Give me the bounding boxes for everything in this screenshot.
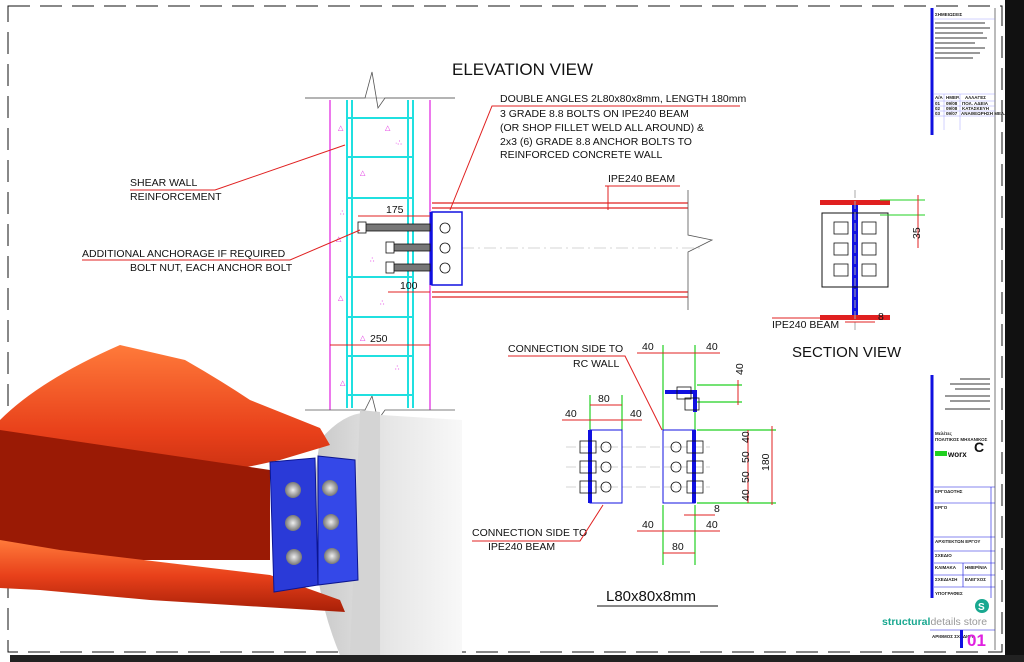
svg-text:ΚΑΤΑΣΚΕΥΗ: ΚΑΤΑΣΚΕΥΗ xyxy=(962,106,989,111)
svg-text:ΑΛΛΑΓΕΣ: ΑΛΛΑΓΕΣ xyxy=(965,95,986,100)
svg-text:40: 40 xyxy=(734,363,746,375)
svg-text:∴: ∴ xyxy=(370,257,375,264)
svg-text:40: 40 xyxy=(565,408,577,420)
svg-text:ΥΠΟΓΡΑΦΕΣ: ΥΠΟΓΡΑΦΕΣ xyxy=(935,591,963,596)
svg-text:∴: ∴ xyxy=(340,210,345,217)
elevation-note: DOUBLE ANGLES 2L80x80x8mm, LENGTH 180mm … xyxy=(449,93,747,211)
svg-text:(OR SHOP FILLET WELD ALL AROUN: (OR SHOP FILLET WELD ALL AROUND) & xyxy=(500,122,704,134)
svg-text:CONNECTION SIDE TO: CONNECTION SIDE TO xyxy=(472,527,587,539)
svg-text:03: 03 xyxy=(935,111,941,116)
svg-text:ΕΡΓΟ: ΕΡΓΟ xyxy=(935,505,948,510)
svg-text:40: 40 xyxy=(740,431,752,443)
concrete-wall: △·∴△∴ △△∴△ ∴△△∴ xyxy=(305,71,455,421)
beam-elevation: IPE240 BEAM 175 100 250 xyxy=(330,173,714,346)
svg-text:40: 40 xyxy=(642,519,654,531)
svg-text:ΕΡΓΟΔΟΤΗΣ: ΕΡΓΟΔΟΤΗΣ xyxy=(935,489,963,494)
brand-logo-icon xyxy=(975,599,989,613)
brand-text: structuraldetails store xyxy=(882,616,987,628)
svg-text:40: 40 xyxy=(630,408,642,420)
svg-text:∴: ∴ xyxy=(395,365,400,372)
anchorage-label: ADDITIONAL ANCHORAGE IF REQUIRED BOLT NU… xyxy=(82,229,361,274)
svg-text:8: 8 xyxy=(878,311,884,323)
angle-detail-title: L80x80x8mm xyxy=(606,588,696,605)
svg-text:ΣΧΕΔΙΑΣΗ: ΣΧΕΔΙΑΣΗ xyxy=(935,577,957,582)
svg-text:IPE240 BEAM: IPE240 BEAM xyxy=(772,319,839,331)
svg-text:△: △ xyxy=(338,295,344,302)
svg-text:∴: ∴ xyxy=(380,300,385,307)
svg-text:ADDITIONAL ANCHORAGE IF REQUIR: ADDITIONAL ANCHORAGE IF REQUIRED xyxy=(82,248,286,260)
svg-text:40: 40 xyxy=(706,519,718,531)
page-shadow xyxy=(1005,0,1024,662)
svg-text:ΗΜΕΡ/ΝΙΑ: ΗΜΕΡ/ΝΙΑ xyxy=(965,565,988,570)
svg-text:ΣΗΜΕΙΩΣΕΙΣ: ΣΗΜΕΙΩΣΕΙΣ xyxy=(935,12,963,17)
svg-text:ΑΡΙΘΜΟΣ ΣΧΕΔΙΟΥ: ΑΡΙΘΜΟΣ ΣΧΕΔΙΟΥ xyxy=(932,634,974,639)
svg-text:RC WALL: RC WALL xyxy=(573,358,619,370)
elevation-title: ELEVATION VIEW xyxy=(452,60,593,79)
svg-text:35: 35 xyxy=(911,227,923,239)
title-block: ΣΗΜΕΙΩΣΕΙΣ Α/Α ΗΜΕΡ. ΑΛΛΑΓΕΣ 01 09/08 ΠΟΛ.… xyxy=(882,8,1005,650)
svg-text:IPE240 BEAM: IPE240 BEAM xyxy=(488,541,555,553)
svg-text:ΣΧΕΔΙΟ: ΣΧΕΔΙΟ xyxy=(935,553,952,558)
svg-text:ΠΟΛΙΤΙΚΟΣ ΜΗΧΑΝΙΚΟΣ: ΠΟΛΙΤΙΚΟΣ ΜΗΧΑΝΙΚΟΣ xyxy=(935,437,988,442)
svg-text:3 GRADE 8.8 BOLTS ON IPE240 BE: 3 GRADE 8.8 BOLTS ON IPE240 BEAM xyxy=(500,108,689,120)
svg-text:80: 80 xyxy=(598,393,610,405)
svg-text:ΑΡΧΙΤΕΚΤΩΝ ΕΡΓΟΥ: ΑΡΧΙΤΕΚΤΩΝ ΕΡΓΟΥ xyxy=(935,539,980,544)
svg-text:REINFORCEMENT: REINFORCEMENT xyxy=(130,191,222,203)
svg-text:50: 50 xyxy=(740,471,752,483)
beam-label: IPE240 BEAM xyxy=(608,173,675,185)
section-title: SECTION VIEW xyxy=(792,344,902,361)
svg-text:09/08: 09/08 xyxy=(946,106,958,111)
break-line-bottom xyxy=(305,394,455,421)
svg-text:SHEAR WALL: SHEAR WALL xyxy=(130,177,197,189)
angle-plate xyxy=(431,211,463,286)
svg-text:BOLT NUT, EACH ANCHOR BOLT: BOLT NUT, EACH ANCHOR BOLT xyxy=(130,262,293,274)
svg-text:2x3 (6) GRADE 8.8 ANCHOR BOLTS: 2x3 (6) GRADE 8.8 ANCHOR BOLTS TO xyxy=(500,136,692,148)
svg-text:△: △ xyxy=(360,335,366,342)
svg-text:01: 01 xyxy=(935,101,941,106)
svg-text:C: C xyxy=(974,439,984,455)
svg-text:△: △ xyxy=(360,170,366,177)
anchor-bolts xyxy=(357,221,431,274)
svg-text:·∴: ·∴ xyxy=(395,140,402,147)
svg-text:△: △ xyxy=(385,125,391,132)
dim-100: 100 xyxy=(400,280,418,292)
shear-wall-label: SHEAR WALL REINFORCEMENT xyxy=(130,144,346,203)
svg-text:ΑΝΑΘΕΩΡΗΣΗ ΜΕΛ.: ΑΝΑΘΕΩΡΗΣΗ ΜΕΛ. xyxy=(961,111,1005,116)
svg-text:DOUBLE ANGLES 2L80x80x8mm, LEN: DOUBLE ANGLES 2L80x80x8mm, LENGTH 180mm xyxy=(500,93,747,105)
svg-text:S: S xyxy=(978,602,985,613)
svg-text:40: 40 xyxy=(740,489,752,501)
svg-text:Α/Α: Α/Α xyxy=(935,95,944,100)
drawing-number: 01 xyxy=(967,631,986,650)
section-view: 35 8 IPE240 BEAM SECTION VIEW xyxy=(772,190,925,361)
svg-text:△: △ xyxy=(338,125,344,132)
svg-text:09/08: 09/08 xyxy=(946,101,958,106)
svg-text:02: 02 xyxy=(935,106,941,111)
svg-text:ΕΛΕΓΧΟΣ: ΕΛΕΓΧΟΣ xyxy=(965,577,986,582)
svg-text:ΚΛΙΜΑΚΑ: ΚΛΙΜΑΚΑ xyxy=(935,565,957,570)
svg-text:80: 80 xyxy=(672,541,684,553)
dim-175: 175 xyxy=(386,204,404,216)
svg-text:REINFORCED CONCRETE WALL: REINFORCED CONCRETE WALL xyxy=(500,149,663,161)
svg-text:Μελέτες: Μελέτες xyxy=(935,431,953,437)
svg-text:40: 40 xyxy=(642,341,654,353)
angle-detail: 40 80 40 40 40 40 40 50 50 40 180 8 40 4… xyxy=(472,341,776,607)
worx-logo: worx xyxy=(947,450,967,459)
svg-text:ΠΟΛ. ΑΔΕΙΑ: ΠΟΛ. ΑΔΕΙΑ xyxy=(962,101,989,106)
svg-text:40: 40 xyxy=(706,341,718,353)
break-line-top xyxy=(305,71,455,110)
svg-text:50: 50 xyxy=(740,451,752,463)
svg-text:8: 8 xyxy=(714,503,720,515)
svg-text:△: △ xyxy=(340,380,346,387)
svg-text:09/07: 09/07 xyxy=(946,111,958,116)
sheet-border xyxy=(7,5,1003,653)
svg-text:180: 180 xyxy=(760,453,772,471)
svg-text:ΗΜΕΡ.: ΗΜΕΡ. xyxy=(946,95,960,100)
3d-render xyxy=(0,345,462,655)
svg-text:CONNECTION SIDE TO: CONNECTION SIDE TO xyxy=(508,343,623,355)
dim-250: 250 xyxy=(370,333,388,345)
